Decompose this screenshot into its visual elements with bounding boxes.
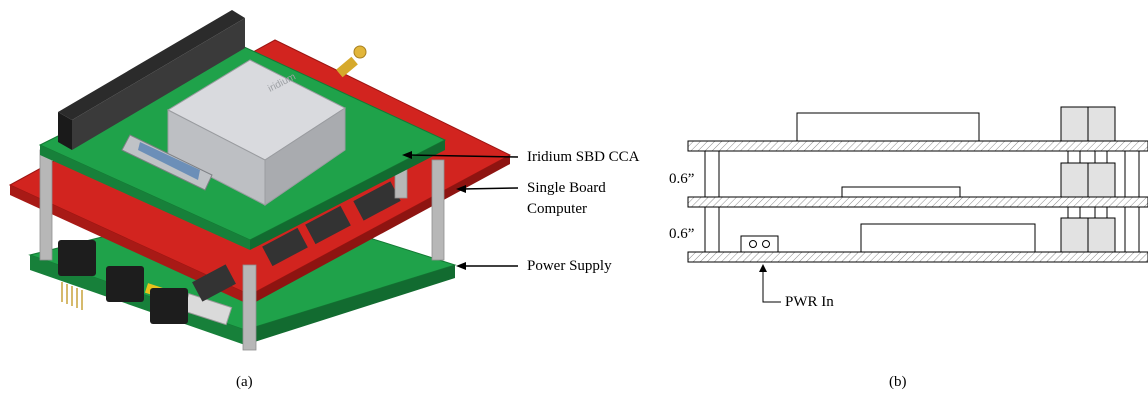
single-board-computer-pcb-edge [10,185,250,305]
iridium-sbd-pcb-edge [40,145,250,250]
header-connector-top [72,18,245,150]
rj-connector-3 [150,288,188,324]
upper-spacing-label: 0.6” [669,171,695,187]
figure-a-caption: (a) [236,374,253,390]
power-callout-arrowhead [456,262,466,270]
pwr-in-arrowhead [759,264,767,272]
bottom-board-component [860,223,1036,253]
iridium-modem-body-side [264,107,346,206]
middle-board-component [841,186,961,198]
header-connector [58,10,245,120]
standoffs [39,149,445,351]
connector-pins [1067,151,1108,218]
pwr-in-leader [762,270,781,303]
iridium-sbd-pcb-edge-right [250,140,445,250]
stack-connectors [1060,106,1116,253]
bottom-board-section [687,251,1148,263]
iridium-callout-arrow [407,154,519,158]
top-board-section [687,140,1148,152]
iridium-sbd-cca-label: Iridium SBD CCA [527,149,640,165]
gold-pin-header [61,282,83,310]
iridium-callout-arrowhead [402,151,412,159]
power-supply-label: Power Supply [527,258,612,274]
pwr-in-label: PWR In [785,294,834,310]
figure-b-caption: (b) [889,374,907,390]
db-connector-face [138,142,200,180]
right-standoffs [1124,151,1140,252]
sbc-callout-arrowhead [456,185,466,193]
power-input-connector [740,235,779,253]
pin-header-row [192,181,401,302]
header-connector-face [58,112,72,150]
power-pin-1 [749,240,757,248]
power-pin-2 [762,240,770,248]
sma-antenna-tip [353,45,367,59]
lower-spacing-label: 0.6” [669,226,695,242]
board-stack-rendering: iridium [8,10,519,351]
left-standoffs [704,151,720,252]
power-supply-pcb-edge-right [245,265,455,345]
rj-connector-2 [106,266,144,302]
single-board-computer-label-line2: Computer [527,201,587,217]
middle-board-section [687,196,1148,208]
single-board-computer-pcb-edge-right [250,155,510,305]
top-board-component [796,112,980,142]
stack-side-schematic [687,106,1148,303]
single-board-computer-label-line1: Single Board [527,180,606,196]
sma-antenna-connector [336,56,358,78]
sbc-callout-arrow [461,187,519,190]
rj-connector-1 [58,240,96,276]
